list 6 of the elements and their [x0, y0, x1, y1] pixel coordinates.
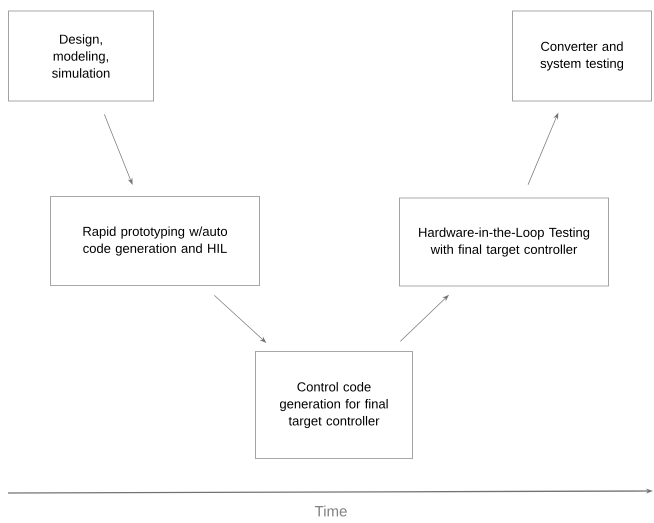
axis-label: Time — [314, 506, 347, 516]
process-box: Rapid prototyping w/auto code generation and HIL — [50, 196, 260, 286]
process-box: Hardware-in-the-Loop Testing with final target controller — [399, 198, 609, 286]
process-box: Control code generation for final target controller — [255, 351, 413, 459]
process-box: Design, modeling, simulation — [8, 10, 154, 102]
process-box: Converter and system testing — [512, 10, 652, 102]
